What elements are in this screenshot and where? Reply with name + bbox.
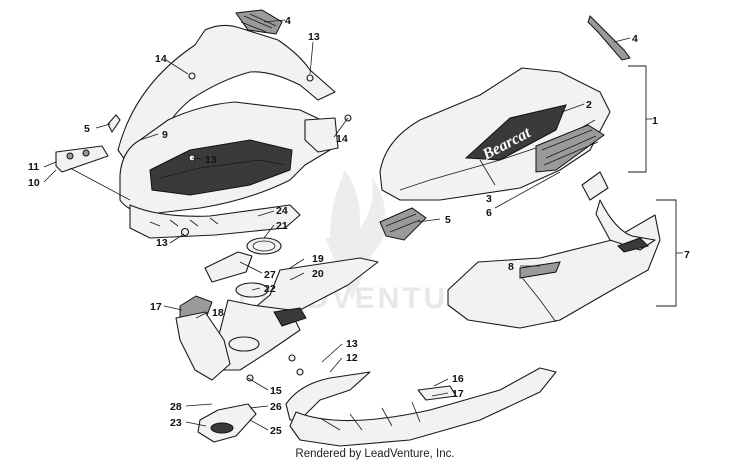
callout-22: 22: [264, 283, 276, 295]
callout-2: 2: [586, 99, 592, 111]
side-skirt: [447, 171, 661, 329]
assembly-brackets: [628, 65, 683, 307]
callout-5-left: 5: [84, 123, 90, 135]
callout-4-right: 4: [632, 33, 638, 45]
callout-20: 20: [312, 268, 324, 280]
callout-6: 6: [486, 207, 492, 219]
render-credit: Rendered by LeadVenture, Inc.: [295, 448, 455, 460]
callout-10: 10: [28, 177, 40, 189]
callout-13-lower: 13: [156, 237, 168, 249]
callout-19: 19: [312, 253, 324, 265]
callout-7: 7: [684, 249, 690, 261]
callout-24: 24: [276, 205, 288, 217]
callout-11: 11: [28, 161, 39, 173]
callout-25: 25: [270, 425, 282, 437]
callout-13-upper: 13: [308, 31, 320, 43]
callout-26: 26: [270, 401, 282, 413]
side-panel-assembly: Bearcat: [379, 15, 631, 241]
callout-4-upper-left: 4: [285, 15, 291, 27]
callout-14-right: 14: [336, 133, 348, 145]
callout-5-right: 5: [445, 214, 451, 226]
callout-12: 12: [346, 352, 358, 364]
callout-15: 15: [270, 385, 282, 397]
callout-16: 16: [452, 373, 464, 385]
callout-8: 8: [508, 261, 514, 273]
callout-27: 27: [264, 269, 276, 281]
callout-3: 3: [486, 193, 492, 205]
callout-13-middle: 13: [205, 154, 217, 166]
callout-labels: 4 13 14 5 9 14 13 11 10 13 4 2 1 3 6 5 7…: [28, 15, 690, 437]
bracket-1: [628, 65, 647, 173]
callout-14-left: 14: [155, 53, 167, 65]
bracket-7: [656, 199, 677, 307]
leader-lines: [43, 19, 631, 431]
callout-13-bottom: 13: [346, 338, 358, 350]
callout-9: 9: [162, 129, 168, 141]
callout-21: 21: [276, 220, 288, 232]
callout-28: 28: [170, 401, 182, 413]
belly-pan-assembly: [175, 237, 557, 447]
callout-1: 1: [652, 115, 658, 127]
callout-17-right: 17: [452, 388, 464, 400]
callout-17-left: 17: [150, 301, 162, 313]
hood-assembly: [55, 9, 352, 239]
callout-23: 23: [170, 417, 182, 429]
callout-18: 18: [212, 307, 224, 319]
